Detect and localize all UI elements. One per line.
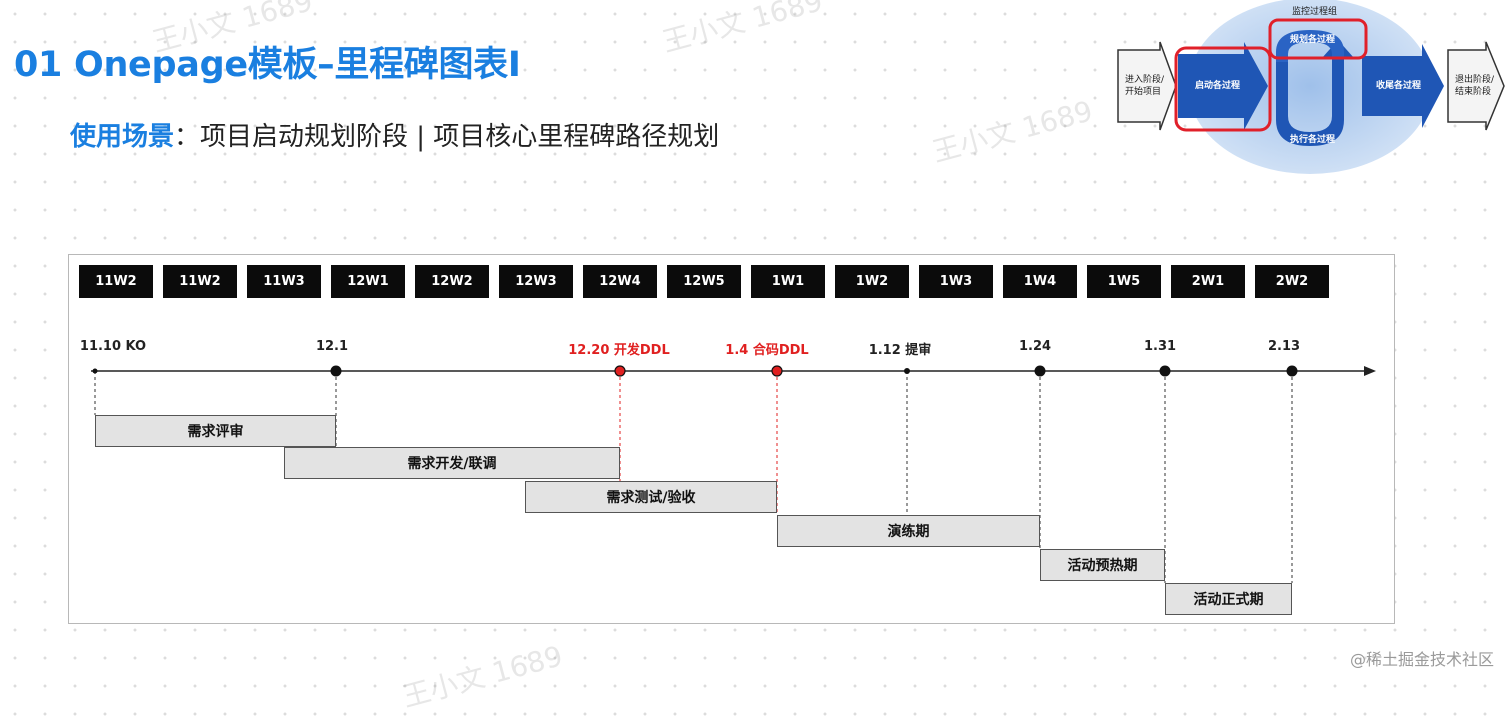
week-label: 12W2 — [415, 265, 489, 298]
enter-arrow — [1117, 41, 1177, 131]
week-label: 1W3 — [919, 265, 993, 298]
milestone-label: 1.24 — [1018, 339, 1052, 354]
milestone-marker — [904, 368, 910, 374]
timeline-graphic — [91, 365, 1376, 583]
milestone-label: 12.1 — [315, 339, 349, 354]
subtitle-text: ：项目启动规划阶段 | 项目核心里程碑路径规划 — [174, 122, 720, 152]
milestone-chart: 11W2 11W2 11W3 12W1 12W2 12W3 12W4 12W5 … — [68, 254, 1395, 624]
executing-loop — [1276, 40, 1354, 146]
milestone-marker — [1034, 365, 1046, 377]
initiating-label: 启动各过程 — [1195, 81, 1241, 91]
week-label: 12W1 — [331, 265, 405, 298]
process-diagram-graphic — [1117, 0, 1505, 174]
exit-label-line2: 结束阶段 — [1455, 87, 1492, 97]
planning-highlight-box — [1268, 18, 1368, 60]
executing-label: 执行各过程 — [1290, 135, 1336, 145]
milestone-marker — [614, 365, 626, 377]
milestone-label: 1.4 合码DDL — [725, 343, 809, 358]
week-label: 1W4 — [1003, 265, 1077, 298]
week-label: 1W2 — [835, 265, 909, 298]
phase-bar: 活动预热期 — [1040, 549, 1165, 581]
background-watermark: 王小文 1689 — [928, 94, 1097, 169]
closing-label: 收尾各过程 — [1376, 81, 1422, 91]
week-label: 11W2 — [79, 265, 153, 298]
week-label: 12W4 — [583, 265, 657, 298]
planning-label: 规划各过程 — [1290, 35, 1336, 45]
dash-lines — [94, 371, 1293, 583]
milestone-marker — [330, 365, 342, 377]
week-label: 1W1 — [751, 265, 825, 298]
milestone-label: 1.12 提审 — [868, 343, 932, 358]
week-label: 12W3 — [499, 265, 573, 298]
monitor-label: 监控过程组 — [1292, 7, 1338, 17]
week-label: 12W5 — [667, 265, 741, 298]
milestone-label: 11.10 KO — [79, 339, 147, 354]
milestone-label: 2.13 — [1267, 339, 1301, 354]
background-watermark: 王小文 1689 — [658, 0, 827, 59]
subtitle-keyword: 使用场景 — [70, 122, 175, 152]
page-title: 01 Onepage模板–里程碑图表I — [14, 45, 521, 85]
process-group-diagram: 监控过程组 规划各过程 进入阶段/ 开始项目 启动各过程 收尾各过程 退出阶段/… — [1116, 0, 1512, 178]
closing-arrow — [1362, 44, 1444, 128]
milestone-marker — [1159, 365, 1171, 377]
timeline-arrowhead — [1364, 366, 1376, 376]
phase-bar: 演练期 — [777, 515, 1040, 547]
planning-loop — [1276, 30, 1344, 62]
phase-bar: 需求评审 — [95, 415, 336, 447]
week-label: 2W1 — [1171, 265, 1245, 298]
background-watermark: 王小文 1689 — [398, 639, 567, 714]
milestone-label: 1.31 — [1143, 339, 1177, 354]
phase-bar: 需求测试/验收 — [525, 481, 777, 513]
exit-arrow — [1447, 41, 1505, 131]
week-label: 11W3 — [247, 265, 321, 298]
initiating-arrow — [1178, 42, 1268, 130]
milestone-marker — [771, 365, 783, 377]
milestone-marker — [92, 368, 98, 374]
enter-label-line2: 开始项目 — [1125, 87, 1162, 97]
week-label: 2W2 — [1255, 265, 1329, 298]
phase-bar: 需求开发/联调 — [284, 447, 620, 479]
enter-label-line1: 进入阶段/ — [1125, 75, 1165, 85]
site-watermark: @稀土掘金技术社区 — [1349, 650, 1494, 669]
week-label: 11W2 — [163, 265, 237, 298]
exit-label-line1: 退出阶段/ — [1455, 75, 1495, 85]
initiating-highlight-box — [1174, 46, 1272, 132]
milestone-marker — [1286, 365, 1298, 377]
phase-bar: 活动正式期 — [1165, 583, 1292, 615]
week-label: 1W5 — [1087, 265, 1161, 298]
milestone-label: 12.20 开发DDL — [568, 343, 670, 358]
page-subtitle: 使用场景：项目启动规划阶段 | 项目核心里程碑路径规划 — [70, 116, 719, 153]
